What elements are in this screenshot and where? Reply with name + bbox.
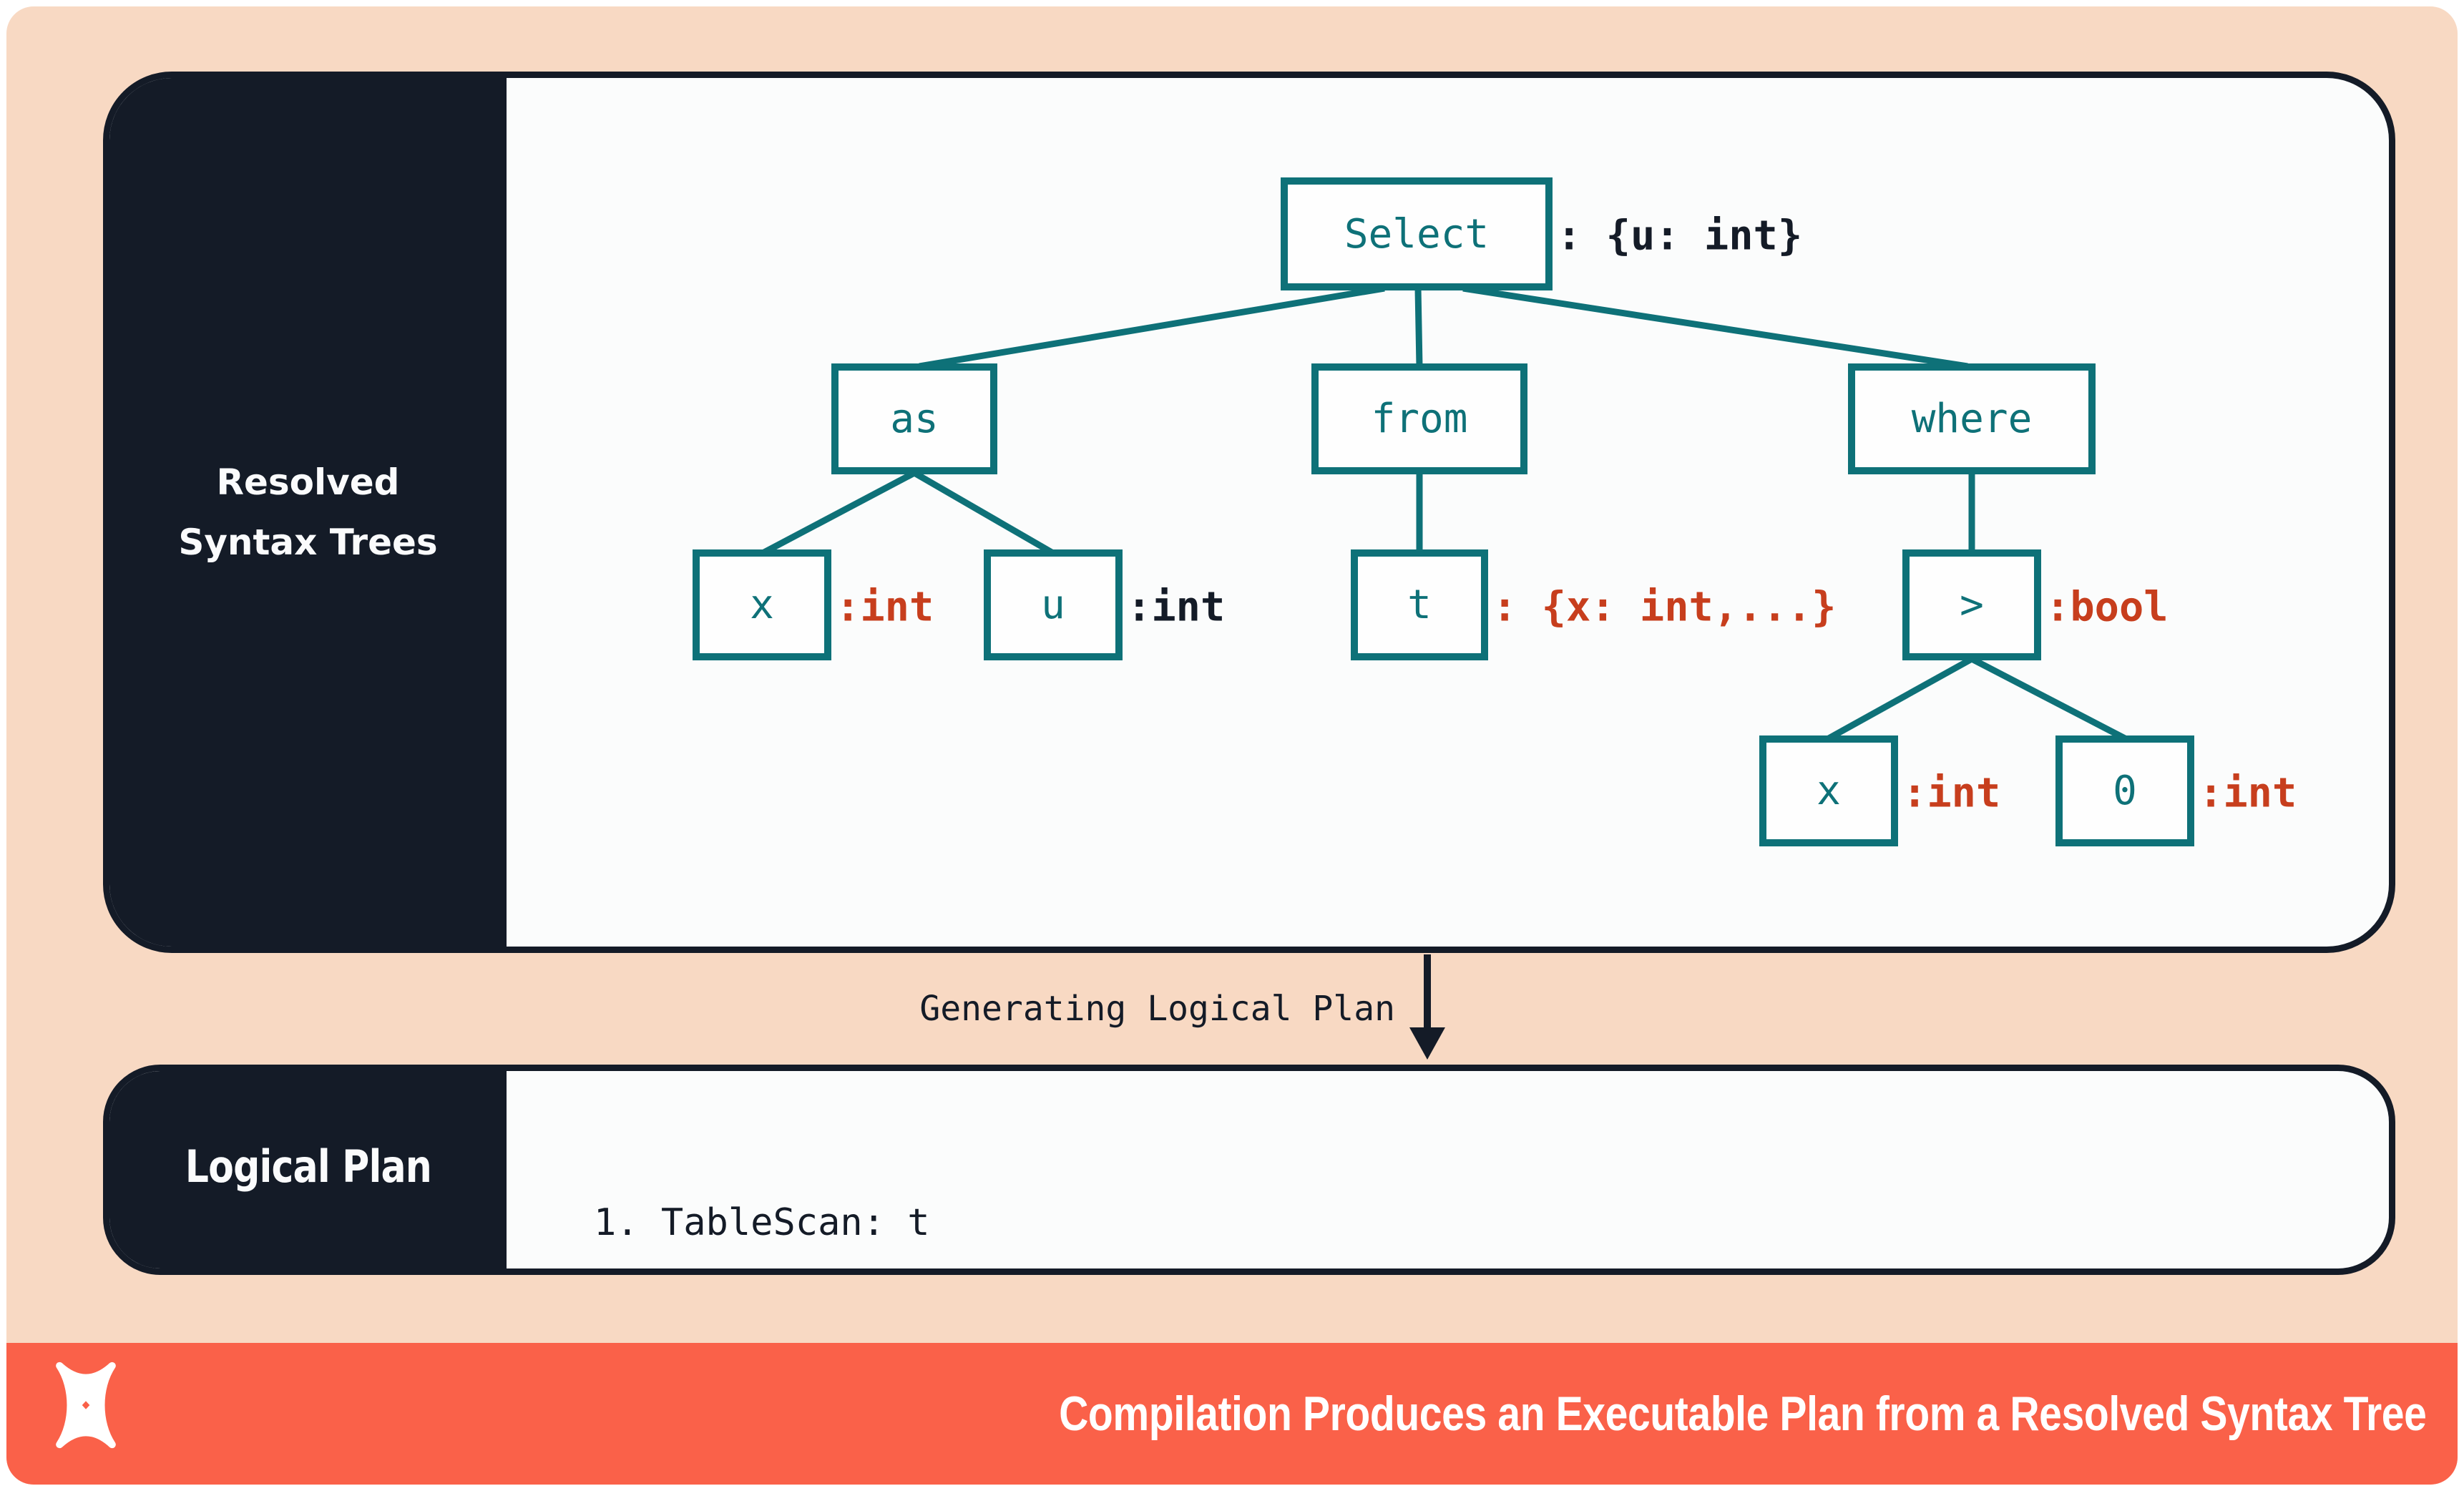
footer-title-wrap: Compilation Produces an Executable Plan … <box>798 1343 2427 1485</box>
tree-node-gt-label: > <box>1960 582 1984 628</box>
tree-node-u-label: u <box>1041 582 1065 628</box>
transition-label: Generating Logical Plan <box>919 989 1395 1029</box>
tree-node-as-label: as <box>890 396 939 442</box>
tree-node-x-as: x :int <box>693 549 934 660</box>
logical-plan-step-1: 1. TableScan: t <box>594 1201 930 1244</box>
tree-node-x-cmp-label: x <box>1817 768 1841 814</box>
tree-node-zero-label: 0 <box>2113 768 2137 814</box>
tree-node-where: where <box>1848 363 2096 474</box>
tree-node-x-as-label: x <box>750 582 774 628</box>
footer-bar: Compilation Produces an Executable Plan … <box>6 1343 2458 1485</box>
tree-node-zero-type: :int <box>2199 769 2297 817</box>
footer-title: Compilation Produces an Executable Plan … <box>1058 1387 2427 1441</box>
tree-node-select-label: Select <box>1344 210 1490 258</box>
tree-node-select: Select : {u: int} <box>1281 177 1802 290</box>
tree-node-x-cmp: x :int <box>1759 735 2000 846</box>
resolved-panel-title-line2: Syntax Trees <box>178 522 438 563</box>
tree-node-from: from <box>1311 363 1527 474</box>
tree-node-from-label: from <box>1371 396 1468 442</box>
resolved-panel-title-line1: Resolved <box>216 461 400 503</box>
tree-node-u-type: :int <box>1127 583 1226 631</box>
tree-node-t: t : {x: int,...} <box>1351 549 1836 660</box>
logical-plan-sidebar: Logical Plan <box>109 1071 507 1268</box>
tree-node-t-label: t <box>1407 582 1432 628</box>
resolved-panel-title: Resolved Syntax Trees <box>178 452 437 572</box>
tree-node-x-cmp-type: :int <box>1902 769 2001 817</box>
tree-node-u: u :int <box>984 549 1225 660</box>
x-logo-icon <box>56 1362 116 1449</box>
tree-node-gt-type: :bool <box>2045 583 2169 631</box>
tree-node-gt: > :bool <box>1902 549 2169 660</box>
logical-plan-panel: Logical Plan <box>103 1065 2395 1275</box>
tree-node-zero: 0 :int <box>2055 735 2297 846</box>
logical-plan-title: Logical Plan <box>185 1140 431 1193</box>
logical-plan-title-wrap: Logical Plan <box>162 1140 455 1200</box>
tree-node-select-type: : {u: int} <box>1557 212 1803 260</box>
tree-node-t-type: : {x: int,...} <box>1492 583 1837 631</box>
tree-node-x-as-type: :int <box>836 583 934 631</box>
resolved-panel-sidebar: Resolved Syntax Trees <box>109 78 507 947</box>
resolved-syntax-trees-panel: Resolved Syntax Trees <box>103 72 2395 953</box>
tree-node-as: as <box>831 363 997 474</box>
tree-node-where-label: where <box>1911 396 2033 442</box>
